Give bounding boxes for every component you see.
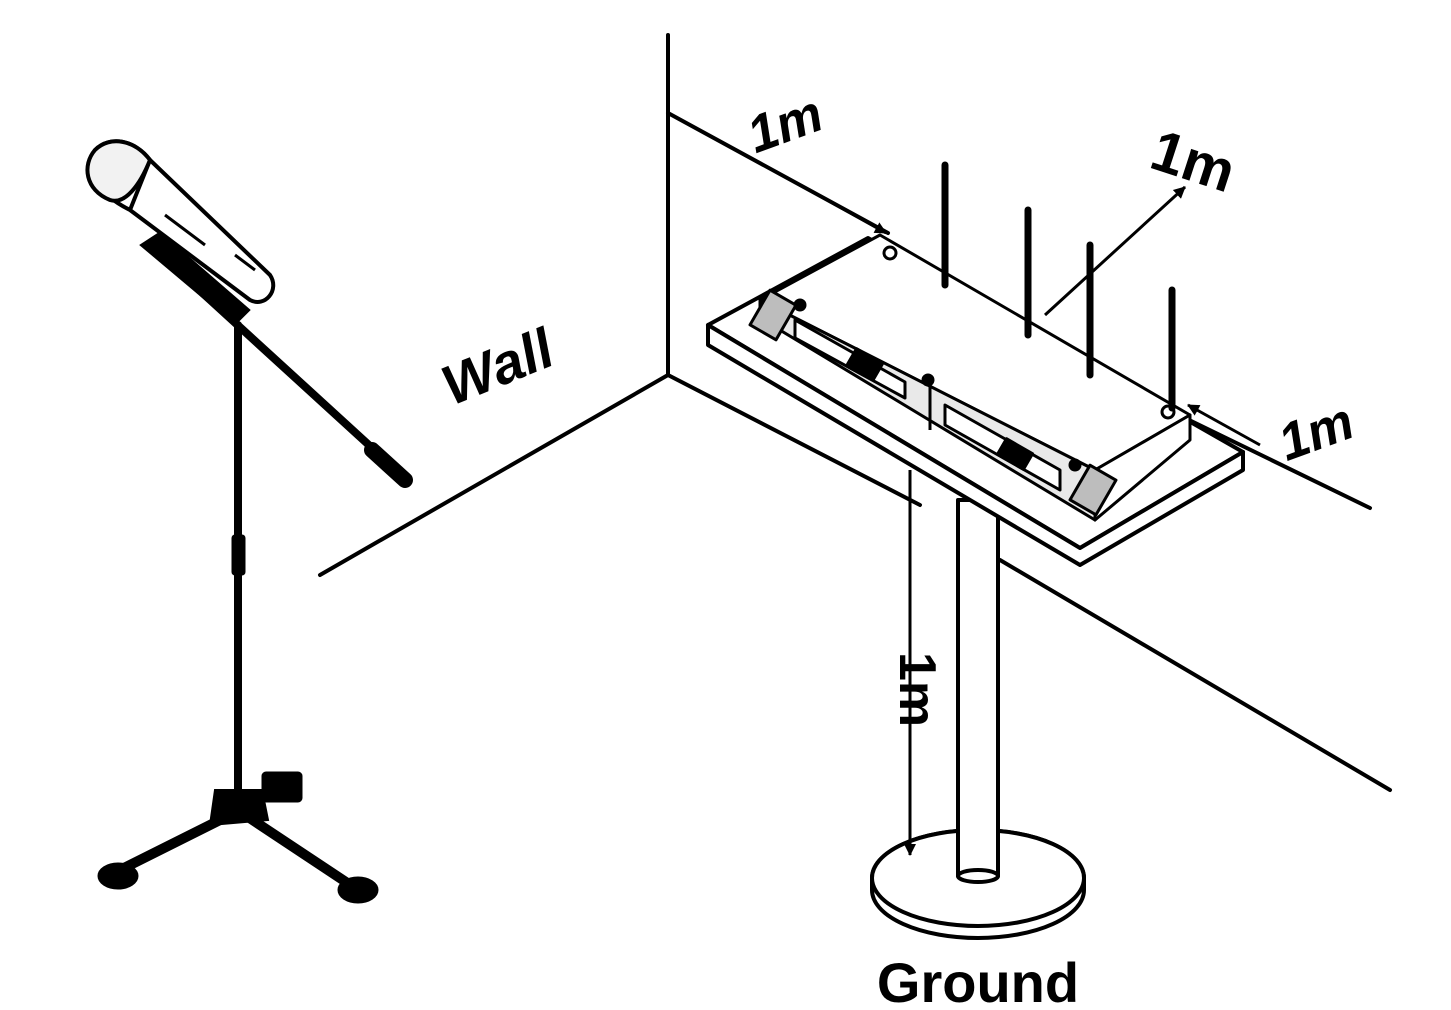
microphone-stand-assembly	[85, 139, 413, 904]
label-ground: Ground	[877, 951, 1079, 1010]
arrow-antenna-up	[1043, 185, 1187, 317]
table-pole	[956, 498, 1000, 878]
wall-top-edge-right	[1183, 416, 1372, 510]
arrow-wall-right	[1187, 403, 1261, 447]
microphone-icon	[85, 139, 276, 304]
floor-right-edge-b	[998, 558, 1392, 792]
floor-right-edge-a	[666, 373, 922, 507]
room-corner	[318, 33, 1392, 792]
arrow-wall-top	[799, 183, 887, 235]
distance-arrows	[799, 183, 1261, 856]
label-wall: Wall	[433, 315, 564, 417]
mic-stand-icon	[97, 231, 413, 904]
receiver-unit-icon	[748, 233, 1192, 522]
label-distance-ground: 1m	[888, 652, 946, 727]
floor-left-edge	[318, 373, 670, 577]
antenna-array	[941, 161, 1176, 412]
label-distance-antenna: 1m	[1143, 117, 1243, 205]
label-distance-right: 1m	[1271, 392, 1361, 472]
label-distance-top: 1m	[740, 85, 830, 165]
